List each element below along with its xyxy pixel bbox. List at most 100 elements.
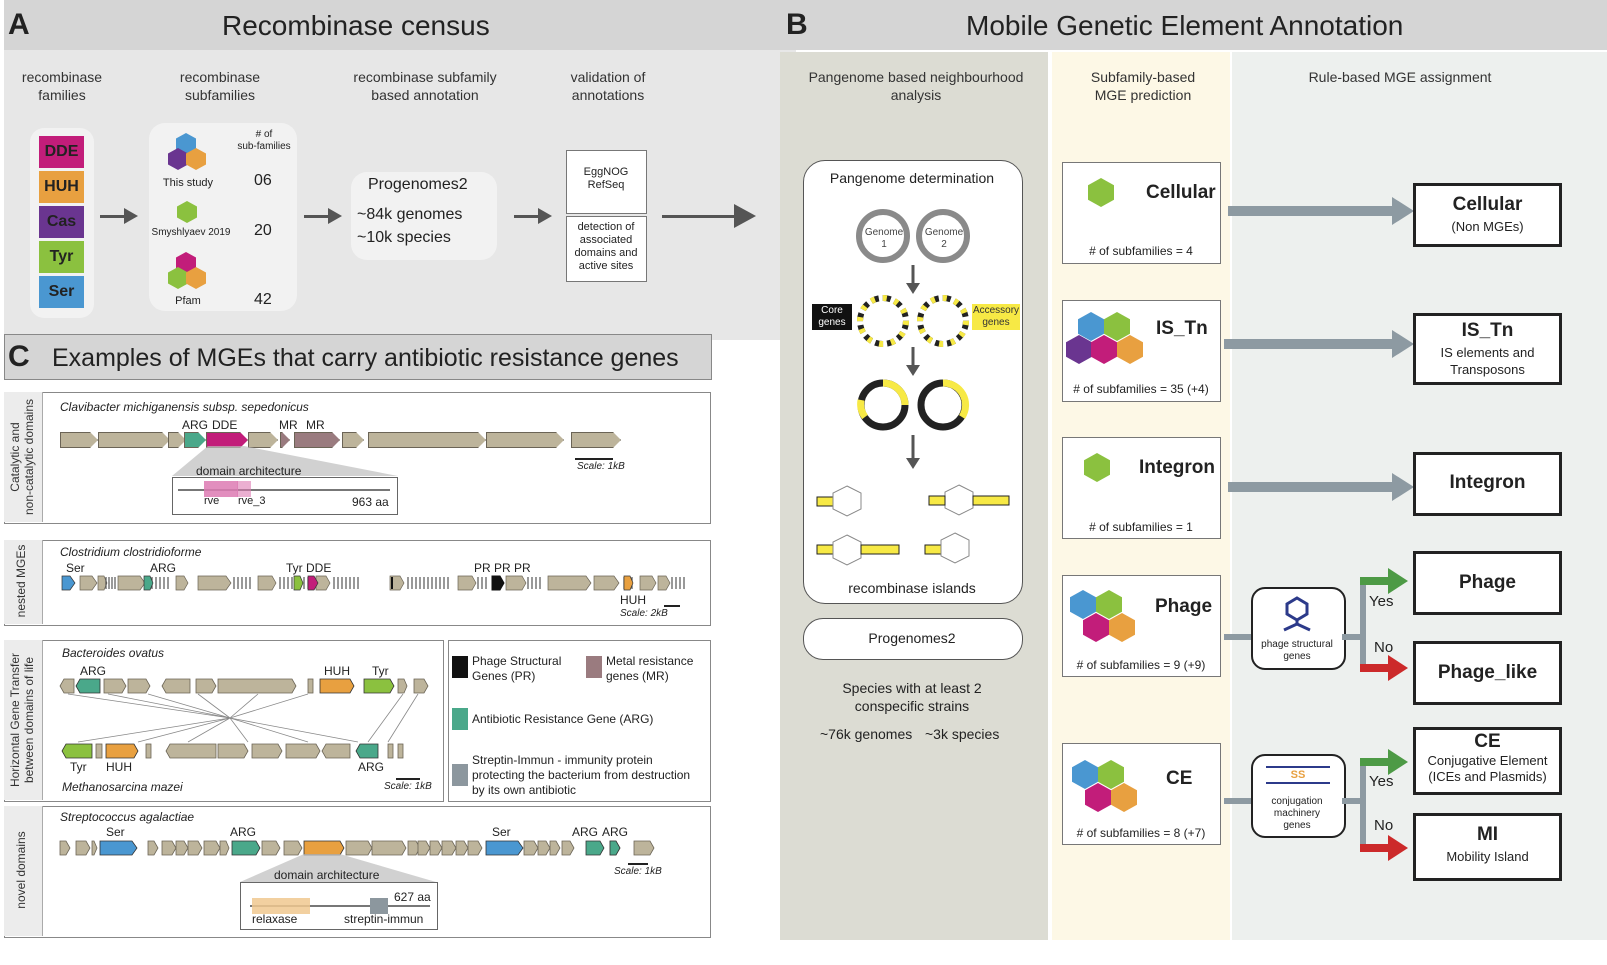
- row-3-organism: Bacteroides ovatus: [62, 646, 165, 660]
- row-1-organism: Clavibacter michiganensis subsp. sepedon…: [60, 400, 309, 414]
- label-tyr: Tyr: [286, 561, 303, 575]
- prediction-is-tn-count: # of subfamilies = 35 (+4): [1073, 382, 1209, 396]
- prediction-cellular-count: # of subfamilies = 4: [1089, 244, 1193, 258]
- species-count: ~3k species: [925, 726, 1000, 742]
- output-integron: Integron: [1413, 452, 1562, 516]
- prediction-is-tn-name: IS_Tn: [1156, 318, 1208, 339]
- arrow-integron: [1228, 482, 1396, 492]
- prediction-ce-name: CE: [1166, 768, 1193, 789]
- panel-a-title: Recombinase census: [222, 10, 490, 41]
- col-label-subfamilies: recombinase subfamilies: [179, 69, 261, 103]
- panel-c-letter: C: [8, 340, 30, 373]
- label-arg: ARG: [182, 418, 209, 432]
- hex-is-tn-5: [1117, 335, 1143, 364]
- row-4-length: 627 aa: [394, 890, 431, 904]
- count-smyshlyaev: 20: [254, 222, 272, 239]
- gene: [486, 432, 564, 448]
- source-pfam: Pfam: [175, 295, 201, 307]
- core-genes-label: Core genes: [812, 304, 852, 330]
- row-4-genes: [59, 840, 655, 856]
- label-ser: Ser: [492, 825, 511, 839]
- output-ce-sub: Conjugative Element (ICEs and Plasmids): [1427, 753, 1548, 784]
- progenomes-box: [351, 172, 497, 260]
- hex-smyshlyaev-tyr: [177, 201, 197, 223]
- hex-this-study-cas: [168, 148, 188, 170]
- species-note: Species with at least 2 conspecific stra…: [842, 680, 982, 714]
- domain-relaxase: [252, 898, 310, 914]
- hex-cellular: [1088, 178, 1114, 207]
- output-phage-like-title: Phage_like: [1437, 662, 1538, 683]
- output-ce-title: CE: [1474, 731, 1501, 752]
- col-label-validation: validation of annotations: [570, 69, 646, 103]
- ce-yes-head: [1388, 749, 1408, 775]
- prediction-phage-count: # of subfamilies = 9 (+9): [1076, 658, 1206, 672]
- phage-connector-1: [1224, 634, 1254, 640]
- legend-label-mr: Metal resistance genes (MR): [606, 654, 694, 683]
- genome-2-label: Genome 2: [924, 227, 964, 250]
- row-4-scale: Scale: 1kB: [614, 866, 662, 877]
- row-3-scale: Scale: 1kB: [384, 781, 432, 792]
- output-cellular-title: Cellular: [1452, 194, 1523, 215]
- phage-no-head: [1388, 655, 1408, 681]
- label-pr: PR: [474, 561, 491, 575]
- output-mi: MI Mobility Island: [1413, 813, 1562, 881]
- row-2-genes: [61, 575, 685, 591]
- arrow-a2-head: [328, 208, 342, 224]
- arrow-a3: [514, 215, 538, 218]
- arrow-a2: [304, 215, 328, 218]
- prediction-integron: [1062, 437, 1221, 539]
- arrow-a1-head: [124, 208, 138, 224]
- output-is-tn: IS_Tn IS elements and Transposons: [1413, 313, 1562, 385]
- label-dde: DDE: [306, 561, 332, 575]
- validation-detail: detection of associated domains and acti…: [574, 221, 638, 272]
- col-label-pangenome: Pangenome based neighbourhood analysis: [808, 69, 1024, 103]
- output-phage-title: Phage: [1458, 572, 1517, 593]
- prediction-phage-name: Phage: [1155, 596, 1213, 617]
- phage-icon: [1283, 596, 1311, 632]
- ce-check-box: [1251, 754, 1346, 838]
- validation-db: EggNOG RefSeq: [583, 166, 629, 191]
- hex-pfam-huh: [186, 267, 206, 289]
- gene: [248, 432, 278, 448]
- arrow-is-tn-head: [1392, 330, 1414, 358]
- domain-relaxase-label: relaxase: [252, 912, 298, 926]
- hex-phage-2: [1096, 590, 1122, 619]
- panel-b-letter: B: [786, 8, 808, 41]
- gene: [571, 432, 621, 448]
- validation-db-box: [566, 150, 647, 214]
- row-1-scale: Scale: 1kB: [577, 461, 625, 472]
- output-is-tn-title: IS_Tn: [1461, 320, 1514, 341]
- row-2-organism: Clostridium clostridioforme: [60, 545, 202, 559]
- panel-b-header: [780, 0, 1607, 50]
- legend-swatch-arg: [452, 708, 468, 730]
- domain-rve-3-label: rve_3: [238, 495, 266, 507]
- row-4-scale-bar: [628, 863, 648, 865]
- family-cas: Cas: [39, 206, 84, 238]
- domain-rve-label: rve: [204, 495, 220, 507]
- family-tyr: Tyr: [39, 241, 84, 273]
- legend-label-arg: Antibiotic Resistance Gene (ARG): [472, 712, 654, 726]
- count-pfam: 42: [254, 291, 272, 308]
- row-3-scale-bar: [396, 778, 420, 780]
- hex-ce-2: [1098, 760, 1124, 789]
- ce-branch-vertical: [1360, 758, 1366, 850]
- label-ser: Ser: [66, 561, 85, 575]
- arrow-cellular: [1228, 206, 1396, 216]
- label-pr: PR: [494, 561, 511, 575]
- phage-no-arrow: [1360, 664, 1390, 672]
- panel-b-title: Mobile Genetic Element Annotation: [966, 10, 1404, 41]
- row-4-side: [4, 806, 43, 936]
- hex-this-study-ser: [176, 133, 196, 155]
- hex-phage-1: [1070, 590, 1096, 619]
- panel-c-title: Examples of MGEs that carry antibiotic r…: [52, 344, 679, 372]
- ce-connector-2: [1342, 798, 1364, 804]
- hex-pfam-dde: [176, 252, 196, 274]
- row-2-scale-bar: [664, 605, 680, 607]
- hex-phage-3: [1083, 613, 1109, 642]
- source-smyshlyaev: Smyshlyaev 2019: [151, 227, 231, 238]
- ce-yes-label: Yes: [1369, 773, 1394, 790]
- label-mr: MR: [306, 418, 325, 432]
- col-label-families: recombinase families: [21, 69, 103, 103]
- panel-c-header: [4, 334, 712, 380]
- output-mi-title: MI: [1476, 824, 1499, 845]
